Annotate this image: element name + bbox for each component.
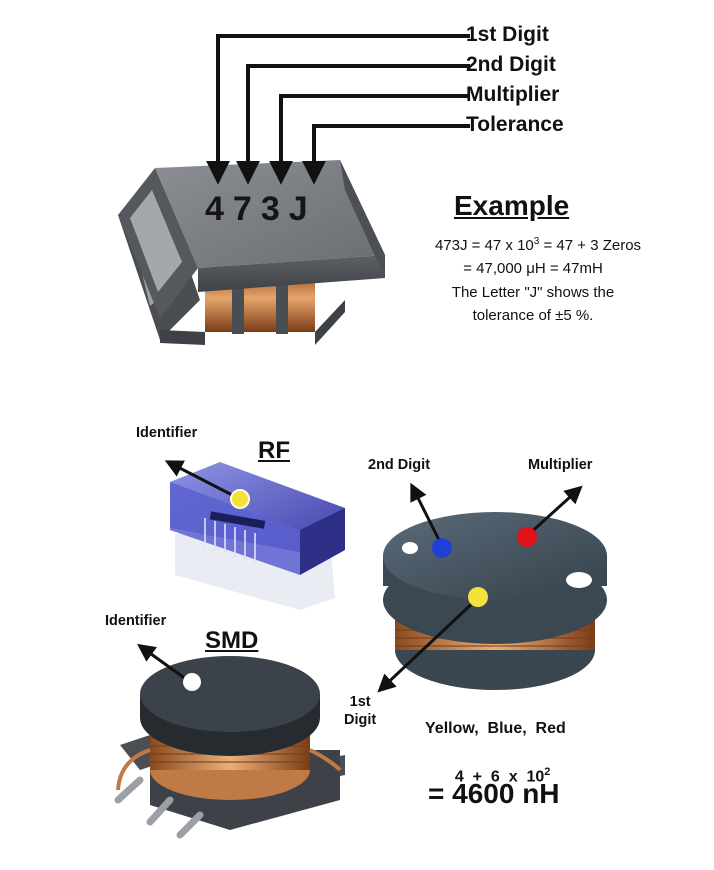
label-multiplier: Multiplier	[466, 83, 560, 106]
red-dot	[517, 527, 537, 547]
smd-power-inductor	[114, 656, 345, 839]
rf-heading: RF	[258, 437, 290, 464]
example-line-3: The Letter "J" shows the	[451, 284, 615, 301]
label-2nd-digit: 2nd Digit	[466, 53, 556, 76]
leader-1st-digit	[206, 34, 470, 185]
chip-inductor-473j	[118, 160, 385, 345]
label-tolerance: Tolerance	[466, 113, 564, 136]
example-line-4: tolerance of ±5 %.	[472, 307, 594, 324]
yellow-dot	[468, 587, 488, 607]
leader-2nd-digit	[236, 64, 470, 185]
example-line-2: = 47,000 μH = 47mH	[463, 260, 603, 277]
smd-identifier-dot	[183, 673, 201, 691]
leader-tolerance	[302, 124, 470, 185]
example-line-1: 473J = 47 x 103 = 47 + 3 Zeros	[434, 236, 642, 254]
leader-lines	[206, 34, 470, 185]
example-title: Example	[454, 190, 570, 221]
leader-multiplier	[269, 94, 470, 185]
rf-chip-inductor	[170, 462, 345, 610]
smd-identifier-label: Identifier	[105, 613, 167, 629]
rf-identifier-dot	[230, 489, 250, 509]
smd-heading: SMD	[205, 627, 259, 654]
arrow-2nd-digit	[410, 482, 444, 547]
blue-dot	[432, 538, 452, 558]
drum-multiplier-label: Multiplier	[528, 457, 593, 473]
color-formula: 4 + 6 x 102	[454, 766, 551, 786]
smd-identifier-arrow	[137, 643, 191, 684]
arrow-multiplier	[525, 485, 583, 538]
color-result: = 4600 nH	[428, 778, 560, 809]
inductor-code: 473J	[205, 190, 317, 228]
rf-identifier-label: Identifier	[136, 425, 198, 441]
label-1st-digit: 1st Digit	[466, 23, 549, 46]
drum-1st-digit-label: 1st Digit	[344, 694, 377, 728]
rf-identifier-arrow	[164, 460, 239, 500]
color-names: Yellow, Blue, Red	[425, 720, 566, 737]
drum-core-inductor	[383, 512, 607, 690]
drum-2nd-digit-label: 2nd Digit	[368, 457, 431, 473]
chip-top-face	[155, 160, 385, 268]
arrow-1st-digit	[377, 596, 480, 693]
